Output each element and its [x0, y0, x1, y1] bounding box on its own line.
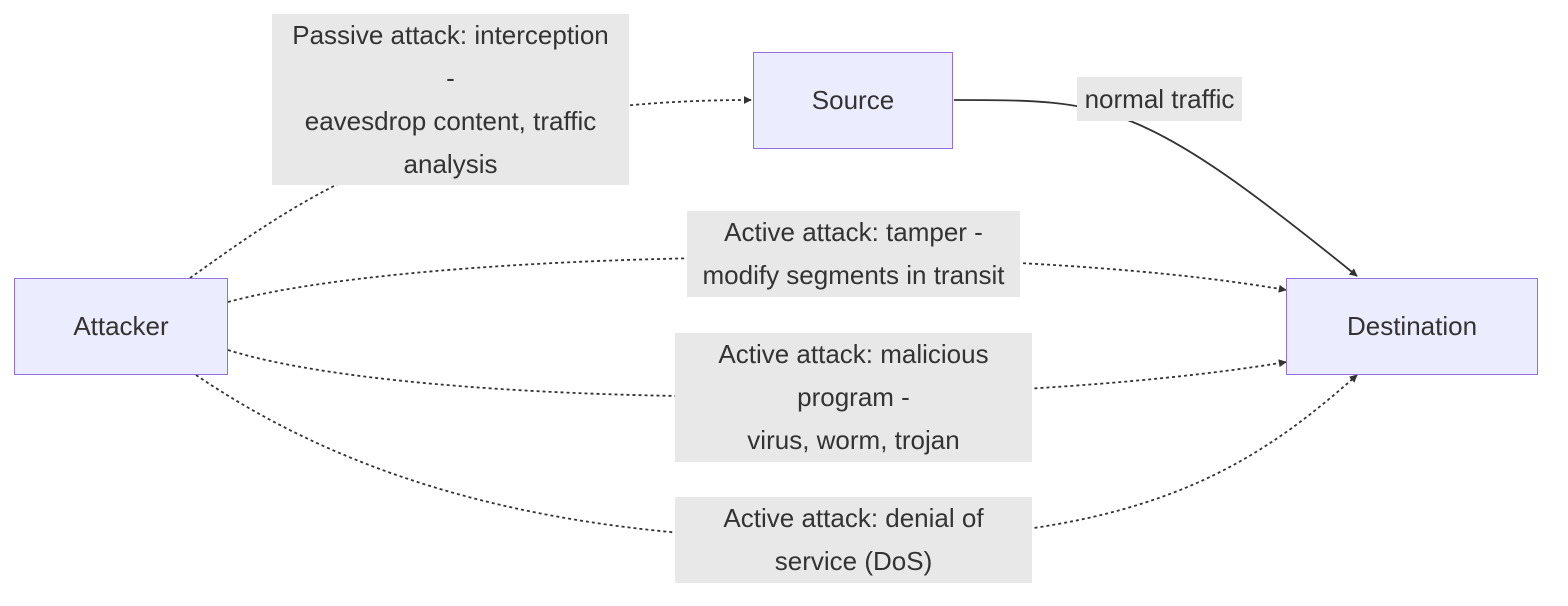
node-source-label: Source — [811, 85, 895, 115]
node-attacker-label: Attacker — [73, 311, 169, 341]
edge-label-passive-attack: Passive attack: interception - eavesdrop… — [272, 14, 629, 185]
edge-label-line: - — [446, 62, 455, 93]
edge-label-line: Active attack: malicious — [718, 339, 989, 369]
edge-label-line: virus, worm, trojan — [747, 425, 960, 455]
edge-label-line: program - — [797, 382, 910, 412]
edge-label-line: Passive attack: interception — [292, 19, 609, 50]
edge-label-malicious-program: Active attack: malicious program - virus… — [675, 333, 1032, 462]
edge-label-normal-traffic: normal traffic — [1077, 77, 1242, 121]
edge-label-dos-attack: Active attack: denial of service (DoS) — [675, 497, 1032, 583]
node-destination-label: Destination — [1346, 311, 1478, 341]
node-attacker[interactable]: Attacker — [14, 278, 228, 375]
edge-label-line: Active attack: denial of — [723, 503, 984, 533]
edge-label-tamper-attack: Active attack: tamper - modify segments … — [687, 211, 1020, 297]
edge-label-line: eavesdrop content, traffic — [304, 105, 597, 136]
edge-normal-traffic — [953, 99, 1358, 277]
node-destination[interactable]: Destination — [1286, 278, 1538, 375]
edge-label-line: analysis — [403, 148, 498, 179]
edge-label-line: service (DoS) — [774, 546, 933, 576]
edge-label-line: modify segments in transit — [702, 260, 1005, 290]
edge-malicious-program — [227, 349, 1287, 398]
node-source[interactable]: Source — [753, 52, 953, 149]
edge-tamper-attack — [227, 256, 1287, 303]
edge-label-line: Active attack: tamper - — [724, 217, 983, 247]
edge-dos-attack — [195, 374, 1358, 541]
edge-label-line: normal traffic — [1084, 83, 1235, 114]
